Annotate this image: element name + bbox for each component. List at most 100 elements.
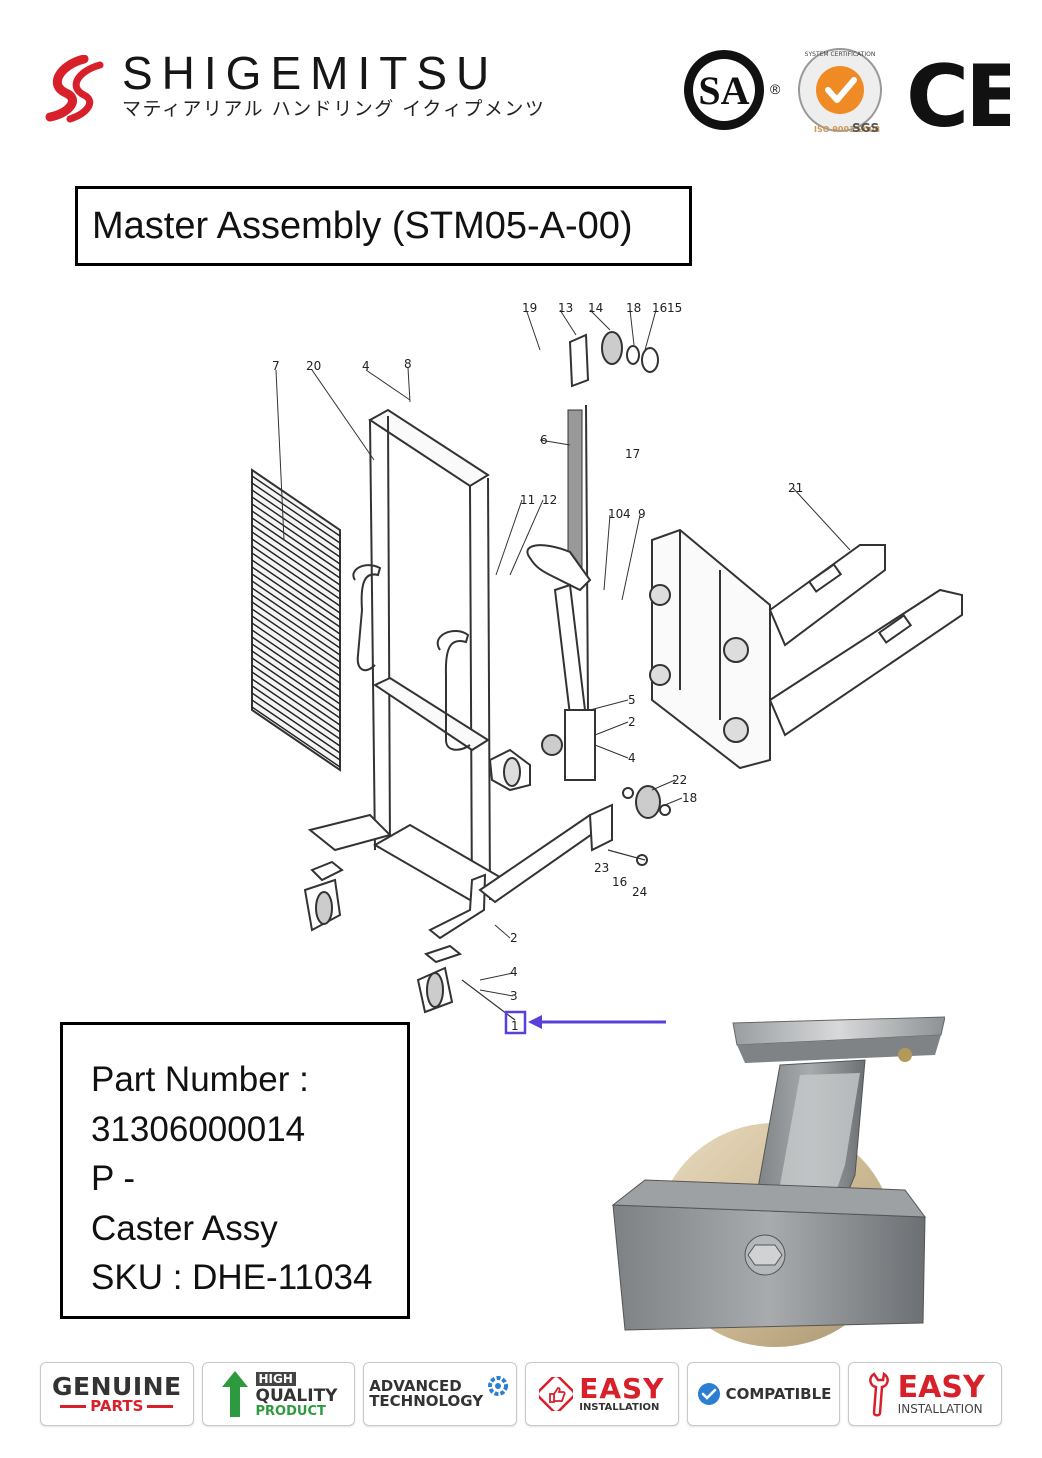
mesh-wire (251, 580, 341, 642)
callout-number: 15 (667, 301, 682, 315)
badge-easy2-line2: INSTALLATION (897, 1402, 983, 1416)
feature-badges: GENUINE PARTS HIGH QUALITY PRODUCT ADVAN… (40, 1362, 1003, 1430)
part-number-label: Part Number : (91, 1060, 309, 1099)
part-number-value: 31306000014 (91, 1109, 306, 1149)
csa-text: SA (698, 68, 749, 113)
hydraulic-pump-drawing (526, 404, 596, 781)
callout-number: 2 (510, 931, 518, 945)
callout-number: 3 (510, 989, 518, 1003)
badge-compatible: COMPATIBLE (686, 1362, 841, 1426)
callout-number: 22 (672, 773, 687, 787)
callout-number: 6 (540, 433, 548, 447)
mesh-wire (251, 496, 341, 558)
mesh-wire (251, 559, 341, 621)
mesh-wire (251, 636, 341, 698)
mesh-wire (251, 608, 341, 670)
callout-number: 13 (558, 301, 573, 315)
mesh-wire (251, 552, 341, 614)
mesh-wire (251, 692, 341, 754)
badge-easy-line1: EASY (579, 1372, 665, 1405)
rear-roller-drawing (607, 785, 671, 866)
check-circle-icon (697, 1383, 720, 1405)
wrench-icon (868, 1371, 889, 1417)
mesh-wire (251, 629, 341, 691)
ce-text: CE (906, 47, 1010, 140)
callout-number: 2 (628, 715, 636, 729)
mesh-wire (251, 706, 341, 768)
mesh-wire (251, 678, 341, 740)
mesh-wire (251, 622, 341, 684)
caster-photo (611, 1016, 945, 1347)
callout-number: 14 (588, 301, 603, 315)
mesh-wire (251, 538, 341, 600)
badge-quality-line1: HIGH (255, 1372, 296, 1386)
iso-top-text: SYSTEM CERTIFICATION (805, 51, 876, 58)
highlight-box (504, 1010, 527, 1035)
mesh-guard-drawing (251, 468, 341, 772)
callout-number: 8 (404, 357, 412, 371)
csa-logo-icon: SA ® (684, 50, 781, 130)
callout-number: 19 (522, 301, 537, 315)
mesh-wire (251, 664, 341, 726)
top-pulley-drawing (568, 331, 659, 388)
callout-number: 4 (510, 965, 518, 979)
callout-number: 11 (520, 493, 535, 507)
highlight-arrowhead-icon (528, 1015, 542, 1029)
callout-number: 1 (511, 1019, 519, 1033)
mesh-wire (251, 594, 341, 656)
callout-number: 4 (628, 751, 636, 765)
part-position: P - (91, 1159, 136, 1198)
callout-number: 7 (272, 359, 280, 373)
mesh-wire (251, 699, 341, 761)
badge-easy-line2: INSTALLATION (579, 1402, 660, 1413)
mast-frame-drawing (307, 408, 613, 940)
mesh-wire (251, 573, 341, 635)
part-info-box: Part Number : 31306000014 P - Caster Ass… (60, 1022, 410, 1319)
iso-sgs-logo-icon: SYSTEM CERTIFICATION ISO 9001:2008 SGS (798, 48, 882, 135)
mesh-wire (251, 643, 341, 705)
badge-compatible-text: COMPATIBLE (725, 1384, 832, 1403)
ce-logo-icon: CE (906, 47, 1010, 140)
mesh-wire (251, 510, 341, 572)
callout-number: 10 (608, 507, 623, 521)
caster-left-drawing (303, 860, 344, 932)
mesh-wire (251, 524, 341, 586)
badge-quality-line2: QUALITY (255, 1386, 338, 1406)
mesh-wire (251, 489, 341, 551)
mesh-wire (251, 475, 341, 537)
callout-number: 16 (652, 301, 667, 315)
brand-name: SHIGEMITSU (122, 47, 499, 99)
callout-number: 23 (594, 861, 609, 875)
mesh-wire (251, 671, 341, 733)
mesh-wire (251, 503, 341, 565)
badge-genuine-line1: GENUINE (52, 1372, 182, 1401)
mesh-wire (251, 482, 341, 544)
callout-number: 5 (628, 693, 636, 707)
shigemitsu-logo-icon (45, 55, 104, 123)
page-title: Master Assembly (STM05-A-00) (92, 204, 633, 247)
badge-genuine-line2: PARTS (90, 1397, 144, 1415)
mesh-wire (251, 531, 341, 593)
iso-ring-text: ISO 9001:2008 (814, 125, 880, 134)
mesh-wire (251, 545, 341, 607)
registered-mark: ® (770, 81, 781, 97)
mesh-wire (251, 657, 341, 719)
up-arrow-icon (221, 1371, 248, 1417)
badge-high-quality: HIGH QUALITY PRODUCT (201, 1362, 356, 1426)
brand-subtitle: マティアリアル ハンドリング イクィプメンツ (122, 98, 546, 120)
badge-tech-line2: TECHNOLOGY (369, 1392, 484, 1410)
callout-number: 16 (612, 875, 627, 889)
mesh-wire (251, 615, 341, 677)
badge-advanced-technology: ADVANCED TECHNOLOGY (363, 1362, 518, 1426)
badge-easy-installation-2: EASY INSTALLATION (848, 1362, 1003, 1426)
badge-genuine-parts: GENUINE PARTS (40, 1362, 194, 1426)
badge-quality-line3: PRODUCT (255, 1404, 326, 1419)
thumbs-up-icon (539, 1377, 574, 1411)
part-sku: SKU : DHE-11034 (91, 1258, 373, 1297)
callout-number: 24 (632, 885, 647, 899)
mesh-wire (251, 601, 341, 663)
callout-number: 21 (788, 481, 803, 495)
fork-carriage-drawing (649, 528, 963, 770)
certification-logos: SA ® SYSTEM CERTIFICATION ISO 9001:2008 … (684, 47, 1010, 140)
callout-number: 18 (682, 791, 697, 805)
